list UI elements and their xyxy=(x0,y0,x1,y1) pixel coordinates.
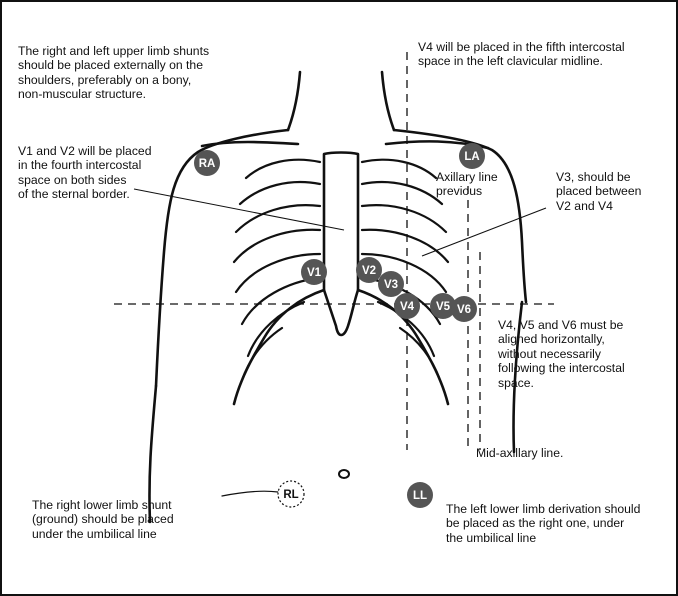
v3-leader-line xyxy=(422,208,546,256)
mid-axillary-note: Mid-axillary line. xyxy=(476,446,563,460)
electrode-rl-label: RL xyxy=(283,489,298,501)
electrode-la: LA xyxy=(459,143,485,169)
rib-right-3 xyxy=(236,205,320,232)
v1-v2-position-note: V1 and V2 will be placed in the fourth i… xyxy=(18,144,151,202)
axillary-previous-note: Axillary line previous xyxy=(436,170,498,199)
rib-left-4 xyxy=(362,230,448,262)
upper-limbs-note: The right and left upper limb shunts sho… xyxy=(18,44,209,102)
v1-v2-leader-line xyxy=(134,189,344,230)
neck-left-outline xyxy=(288,72,300,130)
rib-right-7 xyxy=(248,302,304,356)
electrode-v6: V6 xyxy=(451,296,477,322)
left-body-outline xyxy=(156,130,288,386)
electrode-la-label: LA xyxy=(464,151,479,163)
v4-position-note: V4 will be placed in the fifth intercost… xyxy=(418,40,625,69)
electrode-ra: RA xyxy=(194,150,220,176)
neck-right-outline xyxy=(382,72,394,130)
electrode-v4: V4 xyxy=(394,293,420,319)
rib-right-4 xyxy=(234,230,320,262)
rib-right-1 xyxy=(246,160,320,178)
electrode-ra-label: RA xyxy=(199,158,216,170)
right-clavicle xyxy=(202,142,298,146)
rib-left-1 xyxy=(362,160,436,178)
electrode-v4-label: V4 xyxy=(400,301,415,313)
ground-leader-line xyxy=(222,491,278,496)
electrode-v5-label: V5 xyxy=(436,301,451,313)
electrode-v1: V1 xyxy=(301,259,327,285)
electrode-ll: LL xyxy=(407,482,433,508)
sternum xyxy=(324,153,358,336)
rib-left-3 xyxy=(362,205,446,232)
rib-right-2 xyxy=(240,182,320,204)
umbilicus xyxy=(339,470,349,478)
right-lower-limb-note: The right lower limb shunt (ground) shou… xyxy=(32,498,174,541)
electrode-v1-label: V1 xyxy=(307,267,322,279)
electrode-v2: V2 xyxy=(356,257,382,283)
electrode-ll-label: LL xyxy=(413,490,427,502)
left-lower-limb-note: The left lower limb derivation should be… xyxy=(446,502,640,545)
horizontal-alignment-note: V4, V5 and V6 must be aligned horizontal… xyxy=(498,318,625,390)
electrode-v2-label: V2 xyxy=(362,265,376,277)
electrode-rl: RL xyxy=(278,481,304,507)
electrode-v6-label: V6 xyxy=(457,304,471,316)
right-costal-arch xyxy=(234,290,324,404)
rib-left-2 xyxy=(362,182,442,204)
electrode-v3: V3 xyxy=(378,271,404,297)
electrode-v3-label: V3 xyxy=(384,279,398,291)
v3-position-note: V3, should be placed between V2 and V4 xyxy=(556,170,641,213)
